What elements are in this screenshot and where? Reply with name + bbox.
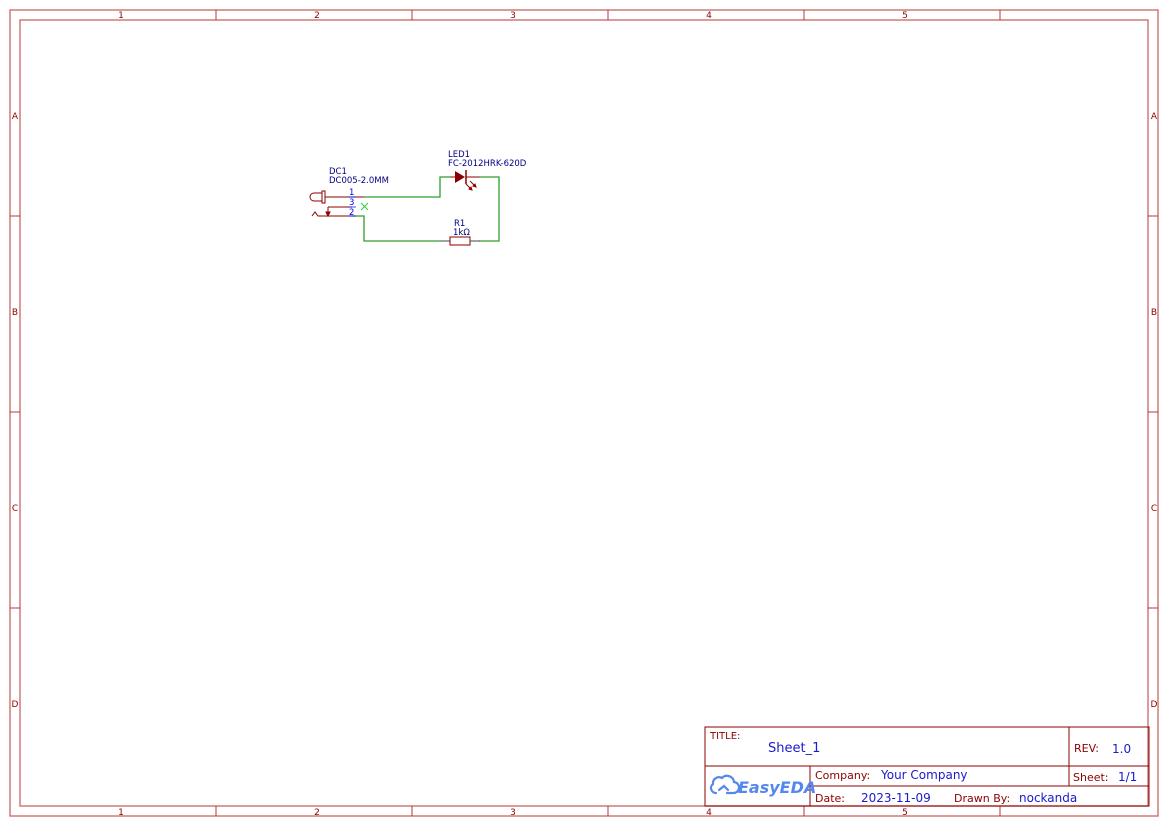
resistor-r1[interactable] bbox=[440, 236, 480, 246]
column-label-bottom-4: 4 bbox=[706, 808, 712, 818]
drawn-by-value: nockanda bbox=[1019, 791, 1077, 805]
wire-pin1-to-led[interactable] bbox=[364, 176, 450, 198]
wires bbox=[352, 176, 500, 242]
column-label-top-1: 1 bbox=[118, 11, 124, 21]
date-value: 2023-11-09 bbox=[861, 791, 931, 805]
row-label-left-d: D bbox=[12, 700, 19, 710]
cloud-icon bbox=[709, 774, 741, 795]
dc1-pin-2-number: 2 bbox=[349, 208, 354, 218]
column-label-bottom-5: 5 bbox=[902, 808, 908, 818]
zone-ticks bbox=[10, 10, 1158, 816]
dc1-pin-3-number: 3 bbox=[349, 198, 354, 208]
easyeda-logo-text: EasyEDA bbox=[738, 778, 816, 797]
company-value: Your Company bbox=[880, 768, 968, 782]
sheet-frame bbox=[9, 9, 1159, 817]
title-block bbox=[704, 726, 1150, 807]
row-label-right-d: D bbox=[1151, 700, 1158, 710]
company-label: Company: bbox=[815, 769, 870, 782]
no-connect-marker bbox=[360, 202, 369, 211]
dc1-value: DC005-2.0MM bbox=[329, 176, 389, 186]
sheet-label: Sheet: bbox=[1073, 771, 1109, 784]
row-label-right-b: B bbox=[1151, 308, 1157, 318]
column-label-top-3: 3 bbox=[510, 11, 516, 21]
easyeda-logo: EasyEDA bbox=[709, 774, 816, 797]
row-label-left-c: C bbox=[12, 504, 18, 514]
title-value: Sheet_1 bbox=[768, 741, 820, 756]
wire-pin2-to-resistor[interactable] bbox=[352, 215, 440, 242]
led1-value: FC-2012HRK-620D bbox=[448, 159, 527, 169]
drawn-by-label: Drawn By: bbox=[954, 792, 1010, 805]
title-label: TITLE: bbox=[709, 731, 740, 742]
row-label-right-a: A bbox=[1151, 112, 1158, 122]
wire-led-to-resistor[interactable] bbox=[479, 176, 500, 242]
r1-value: 1kΩ bbox=[453, 228, 470, 238]
column-label-bottom-2: 2 bbox=[314, 808, 320, 818]
row-label-right-c: C bbox=[1151, 504, 1157, 514]
rev-value: 1.0 bbox=[1112, 742, 1131, 756]
led-led1[interactable] bbox=[450, 170, 480, 191]
led1-designator: LED1 bbox=[448, 150, 470, 160]
dc1-pin-underlines bbox=[348, 196, 356, 217]
dc1-designator: DC1 bbox=[329, 167, 347, 177]
led-emission-arrows-icon bbox=[465, 180, 477, 191]
column-label-bottom-1: 1 bbox=[118, 808, 124, 818]
column-label-bottom-3: 3 bbox=[510, 808, 516, 818]
dc-jack-dc1[interactable] bbox=[309, 190, 364, 218]
r1-designator: R1 bbox=[454, 219, 465, 229]
column-label-top-4: 4 bbox=[706, 11, 712, 21]
row-label-left-b: B bbox=[12, 308, 18, 318]
row-label-left-a: A bbox=[12, 112, 19, 122]
column-label-top-2: 2 bbox=[314, 11, 320, 21]
date-label: Date: bbox=[815, 792, 845, 805]
rev-label: REV: bbox=[1074, 742, 1099, 755]
sheet-value: 1/1 bbox=[1118, 770, 1137, 784]
dc1-pin-1-number: 1 bbox=[349, 188, 354, 198]
column-label-top-5: 5 bbox=[902, 11, 908, 21]
